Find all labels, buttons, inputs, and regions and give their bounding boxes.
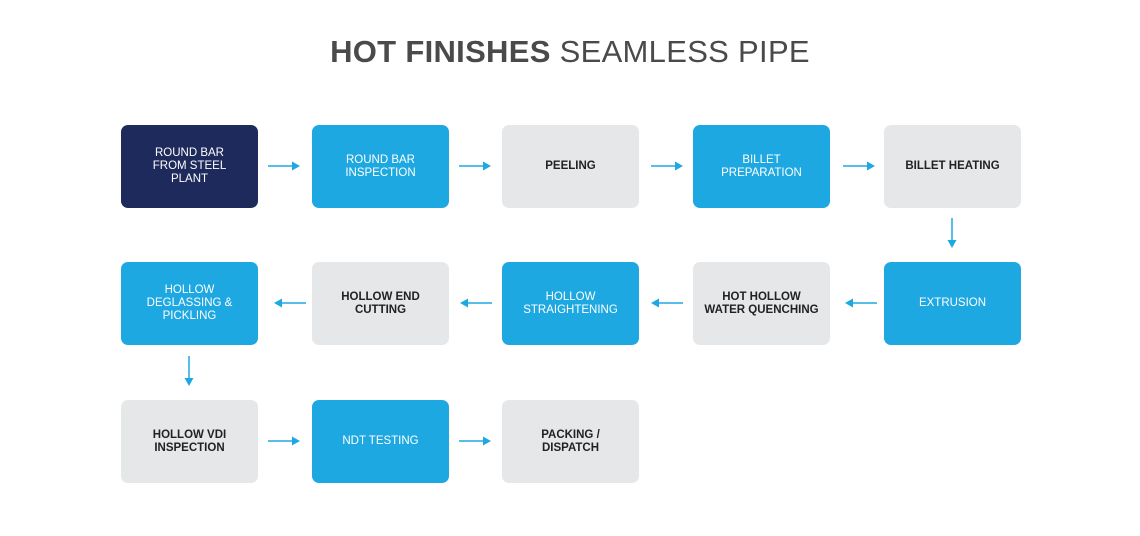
- step-extrusion: EXTRUSION: [884, 262, 1021, 345]
- step-packing-dispatch: PACKING / DISPATCH: [502, 400, 639, 483]
- step-label: BILLET HEATING: [905, 160, 1000, 172]
- step-label: HOLLOW VDI INSPECTION: [152, 428, 227, 454]
- arrow-down-icon: [183, 356, 195, 386]
- step-round-bar-from-steel-plant: ROUND BAR FROM STEEL PLANT: [121, 125, 258, 208]
- step-label: HOLLOW DEGLASSING & PICKLING: [146, 284, 233, 322]
- arrow-right-icon: [268, 160, 300, 172]
- step-label: HOLLOW STRAIGHTENING: [523, 290, 618, 316]
- arrow-left-icon: [460, 297, 492, 309]
- step-billet-heating: BILLET HEATING: [884, 125, 1021, 208]
- step-label: PACKING / DISPATCH: [541, 428, 600, 454]
- arrow-left-icon: [651, 297, 683, 309]
- step-hollow-deglassing-pickling: HOLLOW DEGLASSING & PICKLING: [121, 262, 258, 345]
- arrow-right-icon: [459, 160, 491, 172]
- arrow-right-icon: [843, 160, 875, 172]
- step-peeling: PEELING: [502, 125, 639, 208]
- arrow-right-icon: [651, 160, 683, 172]
- step-hollow-straightening: HOLLOW STRAIGHTENING: [502, 262, 639, 345]
- step-ndt-testing: NDT TESTING: [312, 400, 449, 483]
- step-billet-preparation: BILLET PREPARATION: [693, 125, 830, 208]
- title-light: SEAMLESS PIPE: [559, 34, 810, 69]
- step-label: HOT HOLLOW WATER QUENCHING: [704, 290, 819, 316]
- step-label: PEELING: [545, 160, 596, 172]
- step-round-bar-inspection: ROUND BAR INSPECTION: [312, 125, 449, 208]
- step-label: EXTRUSION: [918, 297, 987, 309]
- arrow-left-icon: [845, 297, 877, 309]
- step-label: ROUND BAR FROM STEEL PLANT: [152, 147, 227, 185]
- arrow-right-icon: [459, 435, 491, 447]
- arrow-left-icon: [274, 297, 306, 309]
- arrow-down-icon: [946, 218, 958, 248]
- step-hollow-end-cutting: HOLLOW END CUTTING: [312, 262, 449, 345]
- arrow-right-icon: [268, 435, 300, 447]
- step-label: BILLET PREPARATION: [721, 153, 802, 179]
- title-bold: HOT FINISHES: [330, 34, 551, 69]
- step-hot-hollow-water-quenching: HOT HOLLOW WATER QUENCHING: [693, 262, 830, 345]
- step-hollow-vdi-inspection: HOLLOW VDI INSPECTION: [121, 400, 258, 483]
- step-label: HOLLOW END CUTTING: [341, 290, 420, 316]
- step-label: NDT TESTING: [342, 435, 419, 447]
- step-label: ROUND BAR INSPECTION: [345, 153, 416, 179]
- diagram-title: HOT FINISHES SEAMLESS PIPE: [0, 34, 1140, 70]
